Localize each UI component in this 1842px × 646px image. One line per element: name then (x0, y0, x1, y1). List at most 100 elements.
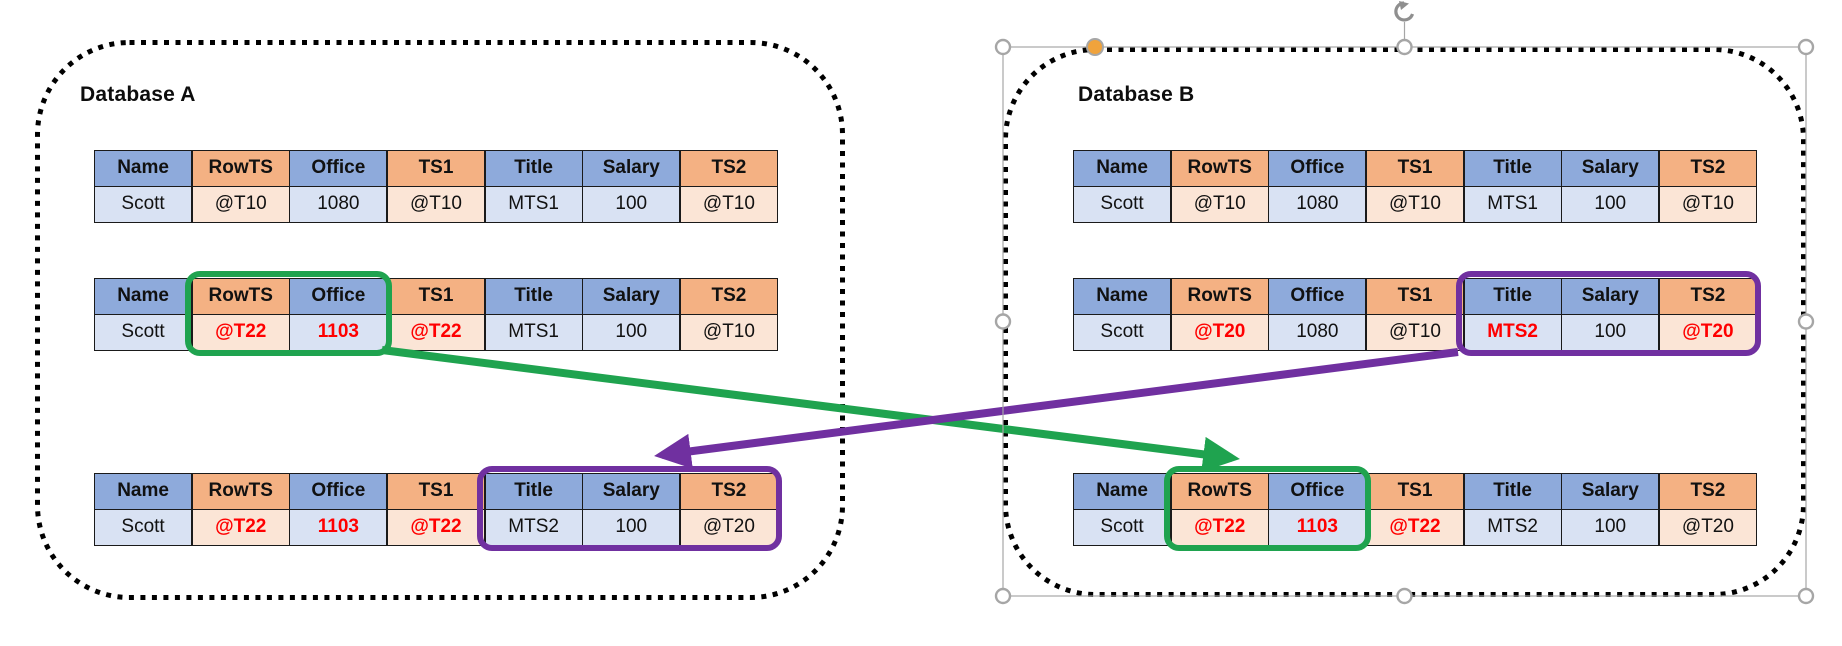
green-copy-arrow[interactable] (381, 346, 1240, 472)
column-header-title: Title (485, 151, 582, 186)
rotate-handle-arrowhead (1399, 1, 1409, 10)
purple-highlight-box-a[interactable] (477, 466, 782, 551)
purple-highlight-box-b[interactable] (1456, 271, 1761, 356)
cell-office: 1080 (1269, 315, 1366, 350)
database-b-title[interactable]: Database B (1078, 83, 1195, 106)
column-header-rowts: RowTS (1171, 151, 1268, 186)
column-header-name: Name (95, 279, 192, 314)
cell-salary: 100 (583, 510, 680, 545)
cell-rowts: @T10 (192, 187, 289, 222)
column-header-office: Office (290, 151, 387, 186)
column-header-salary: Salary (1562, 474, 1659, 509)
purple-copy-arrow[interactable] (654, 348, 1459, 469)
cell-salary: 100 (583, 315, 680, 350)
cell-salary: 100 (583, 187, 680, 222)
cell-office: 1103 (1269, 510, 1366, 545)
cell-office: 1103 (290, 510, 387, 545)
cell-rowts: @T20 (1171, 315, 1268, 350)
cell-ts1: @T10 (387, 187, 485, 222)
column-header-name: Name (95, 151, 192, 186)
column-header-ts1: TS1 (387, 474, 485, 509)
column-header-rowts: RowTS (192, 151, 289, 186)
column-header-salary: Salary (1562, 151, 1659, 186)
cell-ts1: @T22 (387, 510, 485, 545)
column-header-rowts: RowTS (192, 474, 289, 509)
cell-office: 1080 (290, 187, 387, 222)
column-header-name: Name (1074, 151, 1171, 186)
cell-ts1: @T10 (1366, 187, 1464, 222)
column-header-ts1: TS1 (1366, 151, 1464, 186)
cell-name: Scott (95, 510, 192, 545)
cell-ts2: @T10 (680, 315, 777, 350)
resize-handle-se[interactable] (1797, 587, 1815, 605)
column-header-ts1: TS1 (1366, 279, 1464, 314)
database-a-panel-border[interactable] (35, 40, 845, 600)
column-header-ts2: TS2 (680, 279, 777, 314)
cell-name: Scott (1074, 315, 1171, 350)
cell-ts1: @T22 (387, 315, 485, 350)
cell-rowts: @T22 (192, 315, 289, 350)
resize-handle-sw[interactable] (994, 587, 1012, 605)
resize-handle-s[interactable] (1396, 587, 1413, 605)
column-header-rowts: RowTS (192, 279, 289, 314)
cell-ts2: @T20 (1659, 510, 1756, 545)
cell-name: Scott (95, 315, 192, 350)
cell-name: Scott (1074, 187, 1171, 222)
column-header-salary: Salary (583, 474, 680, 509)
column-header-name: Name (95, 474, 192, 509)
green-highlight-box-b[interactable] (1164, 466, 1371, 551)
column-header-office: Office (1269, 474, 1366, 509)
cell-ts2: @T10 (680, 187, 777, 222)
column-header-salary: Salary (583, 279, 680, 314)
cell-office: 1080 (1269, 187, 1366, 222)
column-header-title: Title (1464, 279, 1561, 314)
cell-office: 1103 (290, 315, 387, 350)
cell-ts2: @T10 (1659, 187, 1756, 222)
column-header-salary: Salary (583, 151, 680, 186)
resize-handle-w[interactable] (994, 313, 1012, 330)
column-header-office: Office (290, 279, 387, 314)
column-header-office: Office (290, 474, 387, 509)
resize-handle-nw[interactable] (994, 38, 1012, 56)
cell-ts2: @T20 (1659, 315, 1756, 350)
resize-handle-n[interactable] (1396, 38, 1413, 56)
rotate-handle-icon[interactable] (1394, 1, 1415, 22)
resize-handle-ne[interactable] (1797, 38, 1815, 56)
cell-rowts: @T22 (1171, 510, 1268, 545)
column-header-title: Title (1464, 151, 1561, 186)
green-highlight-box-a[interactable] (185, 271, 392, 356)
cell-title: MTS2 (1464, 510, 1561, 545)
column-header-title: Title (1464, 474, 1561, 509)
cell-title: MTS1 (485, 315, 582, 350)
cell-title: MTS2 (485, 510, 582, 545)
cell-salary: 100 (1562, 510, 1659, 545)
selection-box[interactable] (1002, 46, 1807, 597)
column-header-office: Office (1269, 279, 1366, 314)
resize-handle-e[interactable] (1797, 313, 1815, 330)
cell-salary: 100 (1562, 187, 1659, 222)
column-header-name: Name (1074, 474, 1171, 509)
column-header-ts2: TS2 (1659, 279, 1756, 314)
adjust-handle[interactable] (1086, 38, 1104, 56)
column-header-ts2: TS2 (680, 474, 777, 509)
column-header-ts1: TS1 (1366, 474, 1464, 509)
column-header-ts1: TS1 (387, 279, 485, 314)
database-a-title[interactable]: Database A (80, 83, 196, 106)
column-header-ts2: TS2 (680, 151, 777, 186)
column-header-ts1: TS1 (387, 151, 485, 186)
column-header-ts2: TS2 (1659, 474, 1756, 509)
column-header-title: Title (485, 279, 582, 314)
cell-ts1: @T10 (1366, 315, 1464, 350)
column-header-office: Office (1269, 151, 1366, 186)
cell-salary: 100 (1562, 315, 1659, 350)
column-header-salary: Salary (1562, 279, 1659, 314)
column-header-rowts: RowTS (1171, 279, 1268, 314)
cell-ts2: @T20 (680, 510, 777, 545)
